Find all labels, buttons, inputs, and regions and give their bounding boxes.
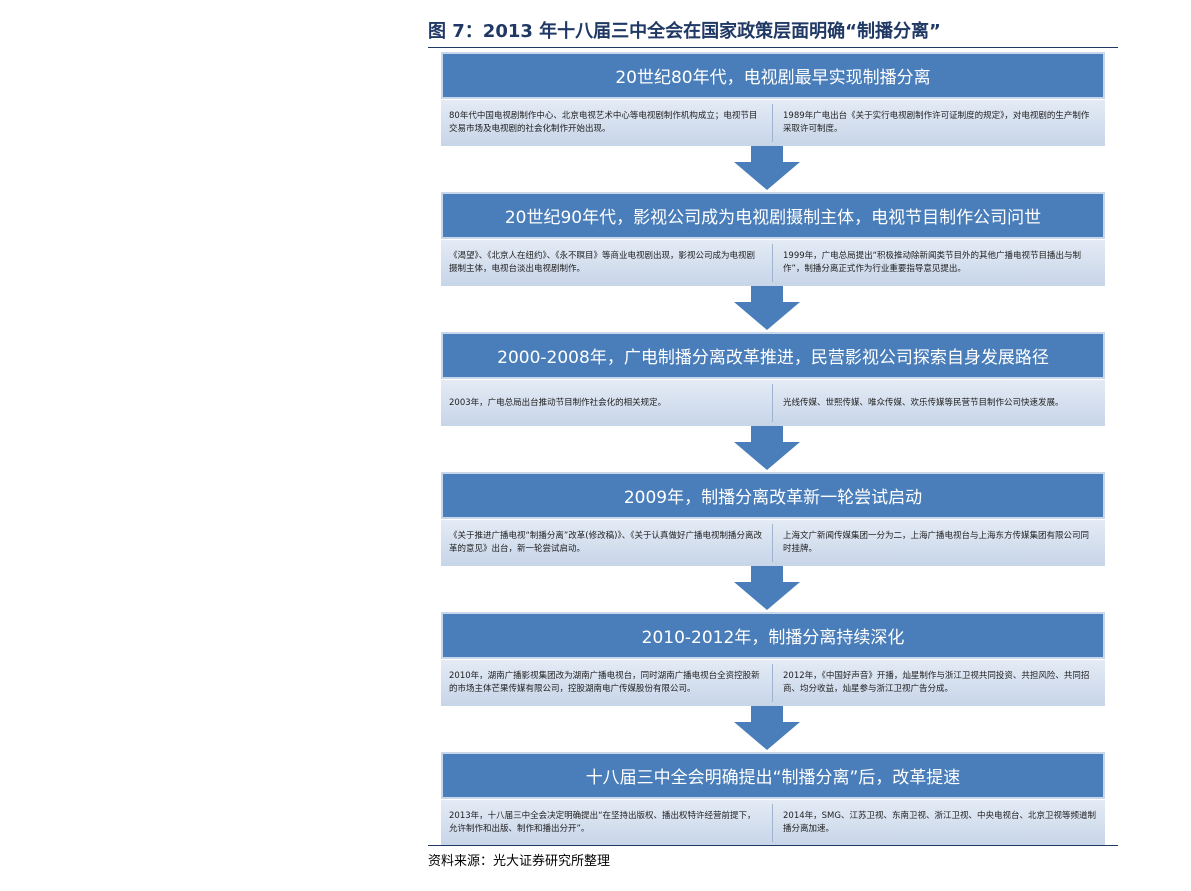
stage-4-divider xyxy=(772,524,773,562)
stage-1-right-text: 1989年广电出台《关于实行电视剧制作许可证制度的规定》，对电视剧的生产制作采取… xyxy=(783,111,1090,134)
stage-4-details: 《关于推进广播电视“制播分离”改革(修改稿)》、《关于认真做好广播电视制播分离改… xyxy=(441,520,1105,566)
stage-2-right-text: 1999年，广电总局提出“积极推动除新闻类节目外的其他广播电视节目播出与制作”，… xyxy=(783,251,1082,274)
stage-3-header: 2000-2008年，广电制播分离改革推进，民营影视公司探索自身发展路径 xyxy=(441,332,1105,379)
flow-arrow-2 xyxy=(734,286,800,330)
stage-5-details: 2010年，湖南广播影视集团改为湖南广播电视台，同时湖南广播电视台全资控股新的市… xyxy=(441,660,1105,706)
title-rule xyxy=(428,47,1118,48)
flow-arrow-3 xyxy=(734,426,800,470)
stage-1-details: 80年代中国电视剧制作中心、北京电视艺术中心等电视剧制作机构成立；电视节目交易市… xyxy=(441,100,1105,146)
stage-2-details: 《渴望》、《北京人在纽约》、《永不瞑目》等商业电视剧出现，影视公司成为电视剧摄制… xyxy=(441,240,1105,286)
stage-2-header: 20世纪90年代，影视公司成为电视剧摄制主体，电视节目制作公司问世 xyxy=(441,192,1105,239)
stage-6-divider xyxy=(772,804,773,842)
stage-4-header: 2009年，制播分离改革新一轮尝试启动 xyxy=(441,472,1105,519)
flow-arrow-4 xyxy=(734,566,800,610)
source-rule xyxy=(428,845,1118,846)
stage-6-left-text: 2013年，十八届三中全会决定明确提出“在坚持出版权、播出权特许经营前提下，允许… xyxy=(449,811,756,834)
stage-2-divider xyxy=(772,244,773,282)
stage-3-details: 2003年，广电总局出台推动节目制作社会化的相关规定。 光线传媒、世熙传媒、唯众… xyxy=(441,380,1105,426)
stage-6-right-text: 2014年，SMG、江苏卫视、东南卫视、浙江卫视、中央电视台、北京卫视等频道制播… xyxy=(783,811,1096,834)
flow-arrow-1 xyxy=(734,146,800,190)
stage-1-left-text: 80年代中国电视剧制作中心、北京电视艺术中心等电视剧制作机构成立；电视节目交易市… xyxy=(449,111,758,134)
stage-3-right-text: 光线传媒、世熙传媒、唯众传媒、欢乐传媒等民营节目制作公司快速发展。 xyxy=(783,397,1064,408)
stage-3-left-text: 2003年，广电总局出台推动节目制作社会化的相关规定。 xyxy=(449,397,667,408)
flow-arrow-5 xyxy=(734,706,800,750)
stage-2-left-text: 《渴望》、《北京人在纽约》、《永不瞑目》等商业电视剧出现，影视公司成为电视剧摄制… xyxy=(449,251,756,274)
stage-5-header: 2010-2012年，制播分离持续深化 xyxy=(441,612,1105,659)
stage-1-divider xyxy=(772,104,773,142)
stage-6-header: 十八届三中全会明确提出“制播分离”后，改革提速 xyxy=(441,752,1105,799)
stage-4-right-text: 上海文广新闻传媒集团一分为二，上海广播电视台与上海东方传媒集团有限公司同时挂牌。 xyxy=(783,531,1090,554)
stage-5-divider xyxy=(772,664,773,702)
stage-5-right-text: 2012年，《中国好声音》开播，灿星制作与浙江卫视共同投资、共担风险、共同招商、… xyxy=(783,671,1090,694)
stage-5-left-text: 2010年，湖南广播影视集团改为湖南广播电视台，同时湖南广播电视台全资控股新的市… xyxy=(449,671,760,694)
source-note: 资料来源：光大证券研究所整理 xyxy=(428,854,611,869)
stage-6-details: 2013年，十八届三中全会决定明确提出“在坚持出版权、播出权特许经营前提下，允许… xyxy=(441,800,1105,846)
stage-1-header: 20世纪80年代，电视剧最早实现制播分离 xyxy=(441,52,1105,99)
figure-title: 图 7：2013 年十八届三中全会在国家政策层面明确“制播分离” xyxy=(428,21,941,42)
stage-3-divider xyxy=(772,384,773,422)
stage-4-left-text: 《关于推进广播电视“制播分离”改革(修改稿)》、《关于认真做好广播电视制播分离改… xyxy=(449,531,762,554)
